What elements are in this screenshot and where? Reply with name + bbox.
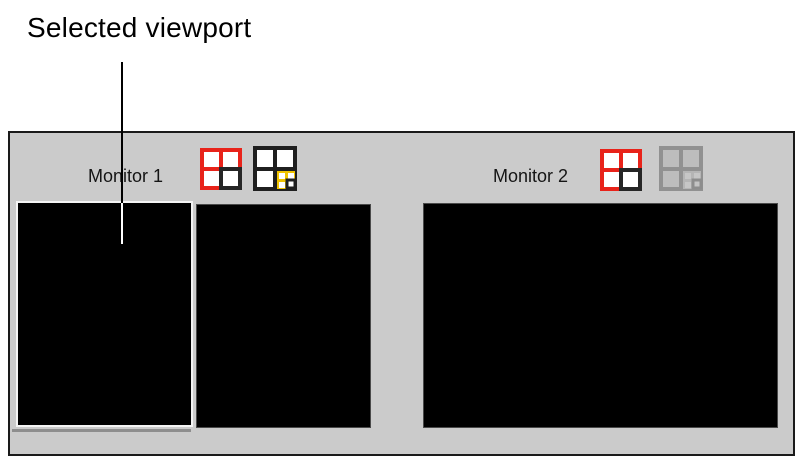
monitor-2-quad-viewport-icon[interactable] [599, 148, 643, 192]
quad-viewport-icon [600, 149, 642, 191]
monitor-1-right-viewport[interactable] [196, 204, 371, 428]
selected-viewport-shadow [12, 429, 191, 432]
monitor-1-label: Monitor 1 [88, 166, 164, 186]
split-viewport-icon [253, 146, 297, 191]
monitor-2-viewport[interactable] [423, 203, 778, 428]
monitor-1-quad-viewport-icon[interactable] [199, 147, 243, 191]
callout-label: Selected viewport [27, 12, 252, 43]
monitor-2-split-viewport-icon-disabled [658, 145, 704, 192]
monitor-1-selected-viewport[interactable] [16, 201, 193, 427]
callout-line-inside-viewport [121, 203, 123, 244]
quad-viewport-icon [200, 148, 242, 190]
split-viewport-icon-disabled [659, 146, 703, 191]
monitors-panel: Monitor 1 Monitor 2 [8, 131, 795, 456]
callout-line [121, 62, 123, 203]
monitor-1-split-viewport-icon[interactable] [252, 145, 298, 192]
monitor-2-label: Monitor 2 [493, 166, 569, 186]
